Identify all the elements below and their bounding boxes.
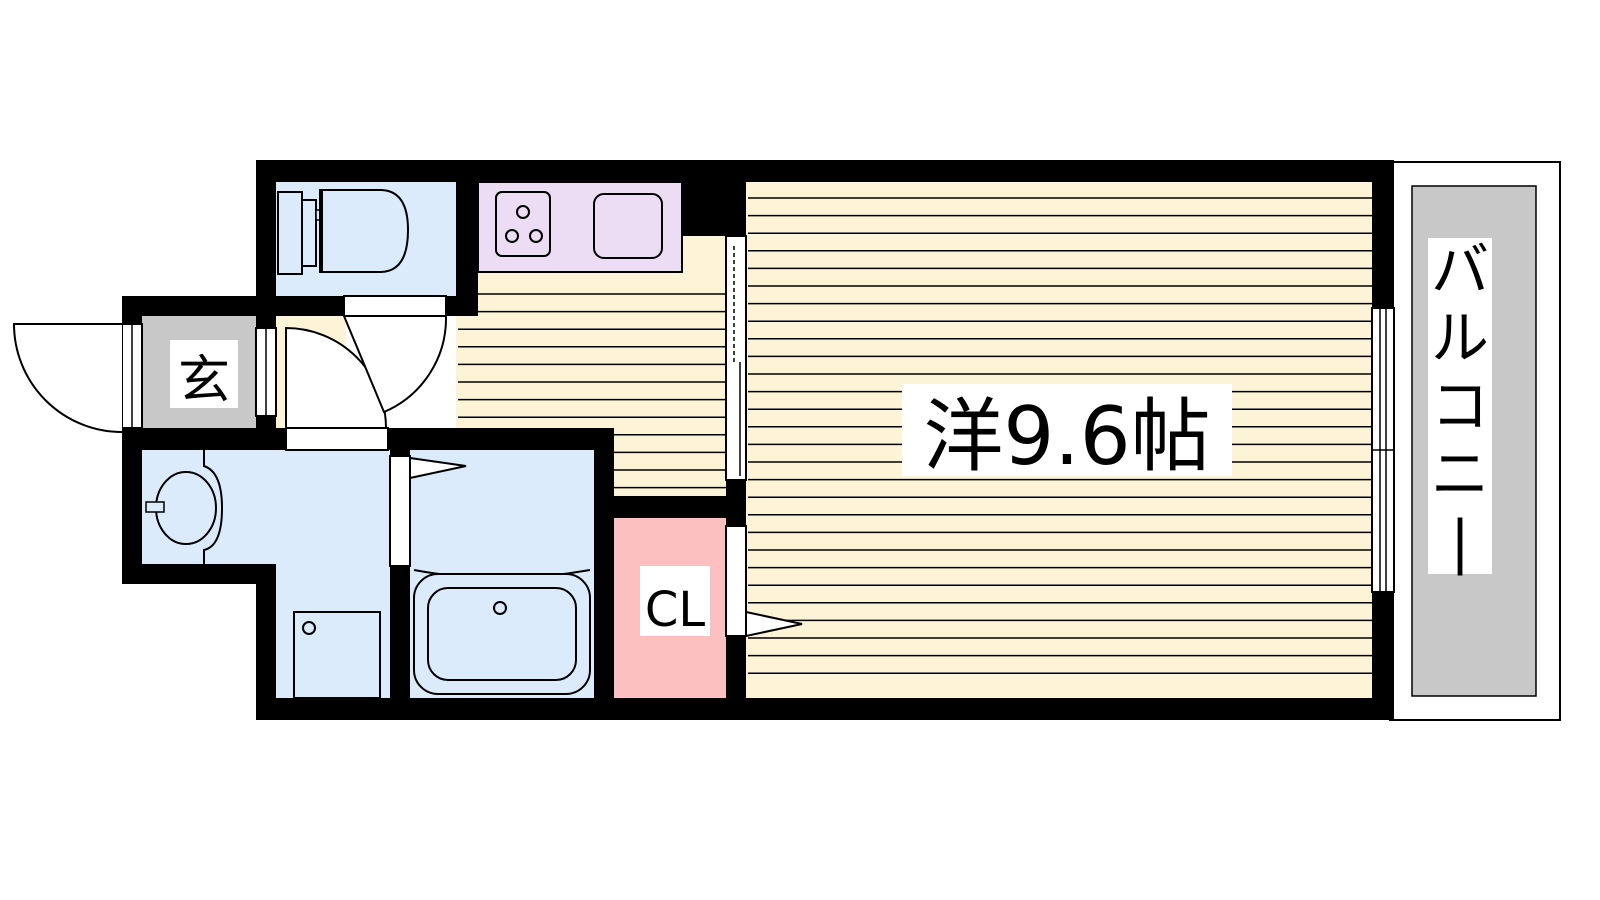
balcony-label: バルコニ| bbox=[1431, 236, 1489, 576]
toilet-bowl bbox=[319, 189, 410, 273]
walls bbox=[122, 160, 1394, 720]
closet-door bbox=[725, 525, 803, 638]
front-door bbox=[12, 323, 143, 433]
faucet-icon bbox=[145, 501, 165, 513]
balcony-label-char: | bbox=[1450, 508, 1470, 576]
closet-label: CL bbox=[645, 582, 706, 638]
balcony-label-char: ニ bbox=[1431, 440, 1489, 508]
balcony: バルコニ| bbox=[1389, 161, 1561, 721]
western-room-label-group: 洋9.6帖 bbox=[902, 384, 1232, 483]
entrance-label: 玄 bbox=[178, 351, 230, 411]
toilet-tank bbox=[277, 191, 303, 275]
washroom-door bbox=[285, 326, 389, 451]
sink-icon bbox=[593, 193, 663, 259]
balcony-label-char: バ bbox=[1431, 236, 1489, 304]
balcony-label-bg bbox=[1428, 238, 1492, 574]
toilet-door bbox=[342, 295, 448, 414]
kitchen-counter bbox=[477, 181, 683, 273]
toilet-room bbox=[276, 182, 456, 296]
washroom bbox=[140, 450, 390, 699]
balcony-window bbox=[1371, 307, 1395, 593]
doors bbox=[12, 235, 1395, 638]
room-sliding-door bbox=[725, 235, 747, 481]
entrance: 玄 bbox=[140, 316, 258, 428]
entrance-inner-door bbox=[255, 327, 277, 417]
bathroom bbox=[410, 450, 594, 698]
washing-machine-space bbox=[293, 611, 381, 699]
stove-icon bbox=[495, 191, 551, 257]
balcony-label-char: コ bbox=[1431, 372, 1489, 440]
washbasin-icon bbox=[155, 471, 217, 545]
closet: CL bbox=[612, 518, 726, 698]
western-room-label: 洋9.6帖 bbox=[923, 390, 1210, 483]
bathroom-door bbox=[389, 455, 467, 567]
balcony-label-char: ル bbox=[1431, 304, 1489, 372]
washbasin-counter bbox=[203, 450, 224, 564]
drain-icon bbox=[493, 601, 507, 615]
